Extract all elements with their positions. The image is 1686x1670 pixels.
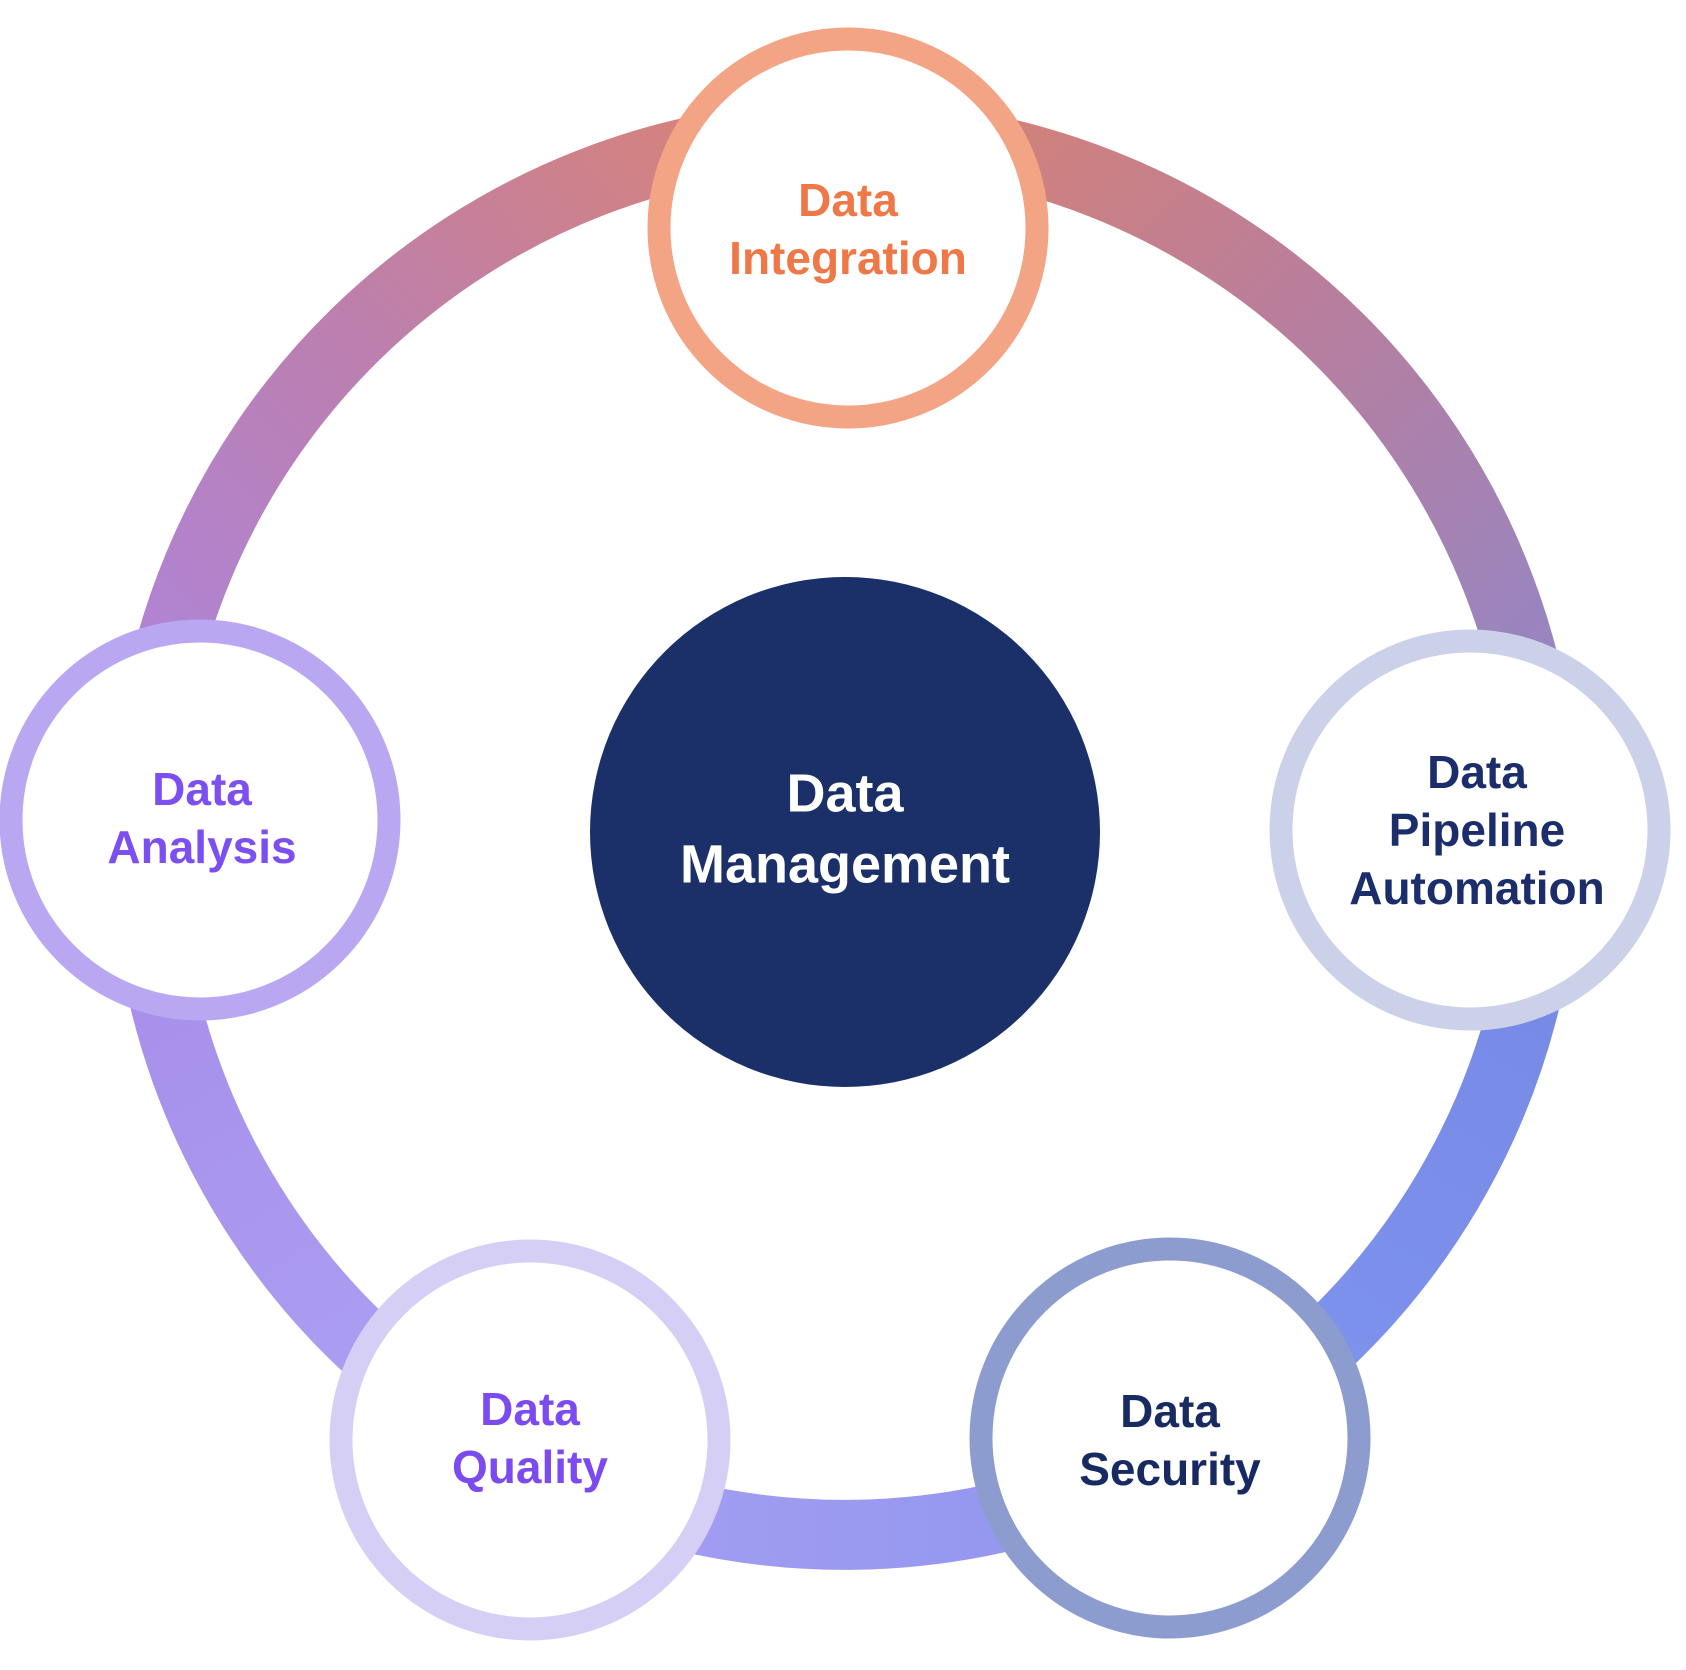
node-label-data-quality: Data Quality xyxy=(452,1383,608,1493)
node-label-data-security: Data Security xyxy=(1079,1385,1261,1495)
node-circle-data-analysis xyxy=(0,619,401,1021)
node-label-data-analysis: Data Analysis xyxy=(107,763,297,873)
node-circle-data-integration xyxy=(647,27,1049,429)
center-circle xyxy=(590,577,1100,1087)
node-label-data-integration: Data Integration xyxy=(729,174,967,284)
node-circles xyxy=(0,27,1671,1641)
node-circle-data-pipeline-automation xyxy=(1269,629,1671,1031)
node-label-data-pipeline-automation: Data Pipeline Automation xyxy=(1349,746,1605,914)
node-circle-data-security xyxy=(969,1237,1371,1639)
node-circle-data-quality xyxy=(329,1239,731,1641)
center-label-data-management: Data Management xyxy=(679,763,1011,895)
